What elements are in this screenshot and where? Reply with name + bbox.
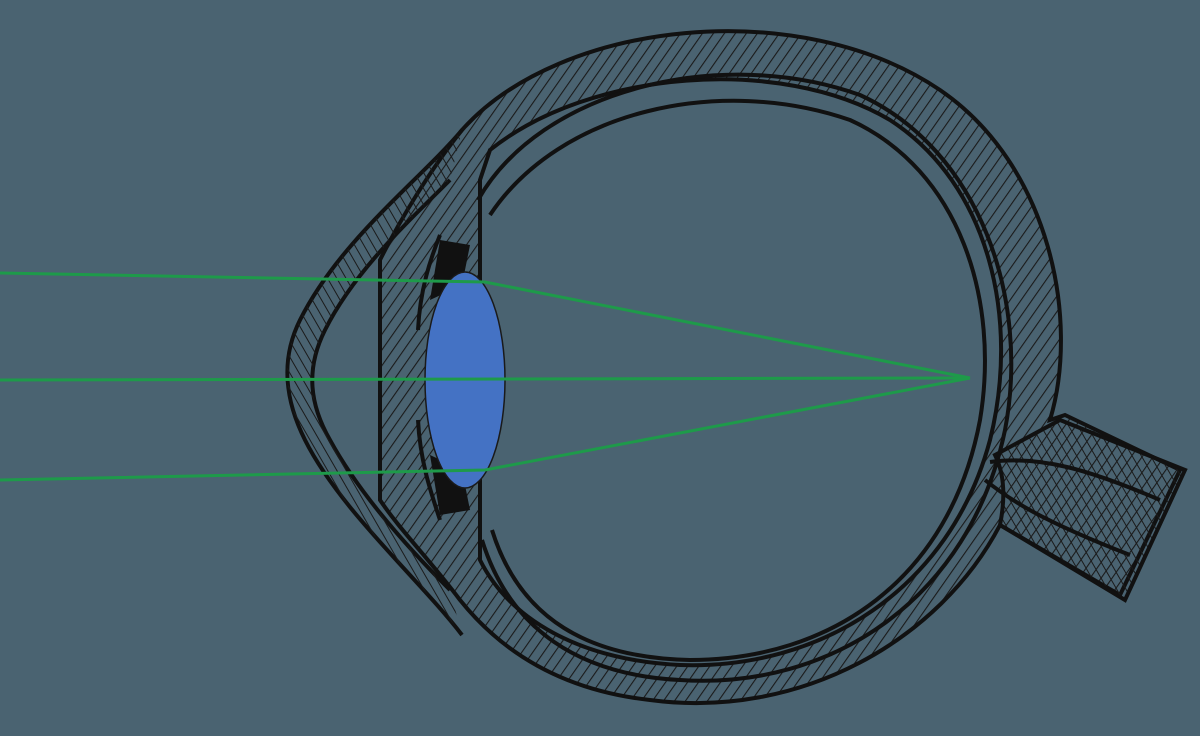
- optic-nerve: [983, 417, 1188, 603]
- light-ray-top: [0, 271, 971, 380]
- light-ray-bottom: [0, 376, 971, 482]
- choroid: [476, 72, 1014, 683]
- light-ray-middle: [0, 376, 971, 382]
- sclera: [378, 29, 1183, 706]
- light-rays: [0, 271, 971, 482]
